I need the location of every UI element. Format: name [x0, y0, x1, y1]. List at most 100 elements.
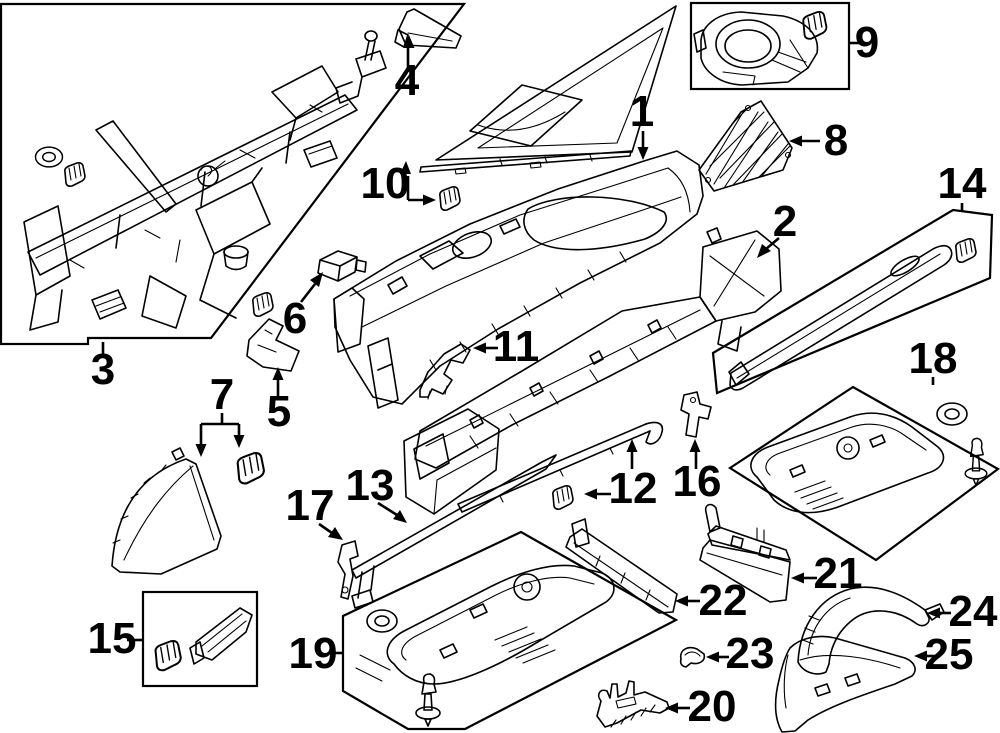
callout-label-17[interactable]: 17: [286, 481, 335, 530]
callout-label-18[interactable]: 18: [909, 334, 958, 383]
leader-7: [195, 413, 245, 457]
callout-label-4[interactable]: 4: [395, 56, 420, 105]
callout-label-19[interactable]: 19: [289, 629, 338, 678]
leader-6: [299, 272, 323, 303]
callout-label-12[interactable]: 12: [609, 464, 658, 513]
knob-illustration: [223, 245, 249, 271]
callout-label-3[interactable]: 3: [91, 345, 115, 394]
leader-13: [377, 501, 407, 523]
callout-label-14[interactable]: 14: [938, 159, 987, 208]
part-21-illustration: [699, 503, 791, 603]
callout-label-22[interactable]: 22: [699, 576, 748, 625]
callout-label-10[interactable]: 10: [361, 159, 410, 208]
callout-label-24[interactable]: 24: [949, 587, 998, 636]
group-box-outline: [0, 2, 467, 346]
callout-label-8[interactable]: 8: [824, 116, 848, 165]
part-22-illustration: [565, 518, 678, 614]
part-25-illustration: [774, 635, 916, 733]
bracket-illustration: [189, 607, 253, 665]
connector-illustration: [91, 289, 127, 320]
part-13-illustration: [351, 454, 557, 609]
callout-labels: 1 2 3 4 5 6 7 8 9 10 11 12 13 14 15 16 1…: [88, 18, 998, 731]
leader-1: [637, 131, 649, 160]
part-group-box-19: [341, 530, 679, 731]
grommet-illustration: [34, 146, 64, 168]
coil-retainer-illustration: [197, 160, 226, 187]
part-10-clip-illustration: [439, 186, 461, 211]
leader-21: [791, 572, 817, 584]
leader-10: [400, 161, 436, 206]
callout-label-11[interactable]: 11: [493, 322, 540, 371]
leader-22: [675, 595, 700, 607]
instrument-panel-illustration: [333, 150, 704, 409]
part-11-illustration: [419, 343, 471, 400]
callout-label-15[interactable]: 15: [88, 614, 137, 663]
lower-dash-panel-illustration: [403, 408, 500, 515]
retainer-clip-illustration: [802, 11, 828, 40]
part-4-illustration: [394, 8, 462, 49]
callout-label-9[interactable]: 9: [855, 18, 879, 67]
retainer-strip-illustration: [419, 150, 632, 175]
callout-label-5[interactable]: 5: [267, 387, 291, 436]
part-group-box-14: [711, 208, 994, 395]
lever-bracket-illustration: [335, 30, 387, 104]
callout-label-6[interactable]: 6: [283, 294, 307, 343]
part-24-illustration: [797, 586, 945, 675]
part-16-illustration: [680, 391, 712, 438]
group-box-outline: [689, 1, 851, 91]
leader-5: [272, 367, 284, 399]
cowl-crossmember-illustration: [414, 227, 782, 469]
part-12-illustration: [457, 421, 664, 513]
leader-4: [403, 35, 415, 72]
retainer-clip-illustration: [236, 452, 265, 485]
leader-20: [665, 702, 690, 714]
part-7-illustration: [111, 447, 265, 575]
leader-11: [473, 342, 498, 354]
leader-23: [706, 651, 729, 663]
leader-12: [584, 439, 638, 500]
callout-label-23[interactable]: 23: [726, 629, 775, 678]
grommet-illustration: [366, 609, 398, 633]
part-6-illustration: [317, 250, 367, 282]
group-box-outline: [727, 385, 1000, 562]
leader-16: [689, 439, 701, 469]
retainer-clip-illustration: [252, 291, 274, 318]
callout-label-7[interactable]: 7: [210, 370, 234, 419]
leader-25: [914, 650, 938, 662]
insulator-panel-illustration: [355, 564, 615, 685]
callout-label-16[interactable]: 16: [673, 457, 722, 506]
part-group-box-3: [0, 2, 467, 346]
part-group-box-9: [689, 1, 851, 91]
leader-2: [757, 237, 780, 258]
callout-label-20[interactable]: 20: [688, 682, 737, 731]
part-23-illustration: [679, 646, 706, 668]
callout-leaders: [101, 35, 964, 714]
callout-label-2[interactable]: 2: [773, 197, 797, 246]
leader-17: [318, 522, 343, 540]
callout-label-13[interactable]: 13: [346, 461, 395, 510]
callout-label-25[interactable]: 25: [925, 630, 974, 679]
callout-label-1[interactable]: 1: [630, 87, 654, 136]
retainer-clip-illustration: [64, 162, 86, 187]
group-box-outline: [711, 208, 994, 395]
retainer-clip-illustration: [552, 484, 574, 511]
part-17-illustration: [337, 540, 359, 600]
callout-label-21[interactable]: 21: [814, 549, 863, 598]
leader-8: [789, 135, 820, 147]
part-8-illustration: [698, 100, 793, 192]
grommet-illustration: [936, 402, 968, 426]
insulator-panel-illustration: [750, 412, 945, 514]
scuff-plate-illustration: [728, 244, 953, 391]
leader-24: [927, 607, 951, 619]
part-group-box-15: [141, 590, 259, 688]
crossbar-assembly-illustration: [23, 65, 358, 331]
speaker-housing-illustration: [693, 11, 819, 86]
retainer-clip-illustration: [955, 238, 977, 264]
dash-top-panel-illustration: [435, 5, 677, 166]
group-box-outline: [341, 530, 679, 731]
pad-illustration: [303, 140, 338, 168]
part-20-illustration: [596, 680, 670, 728]
retainer-clip-illustration: [154, 640, 182, 672]
